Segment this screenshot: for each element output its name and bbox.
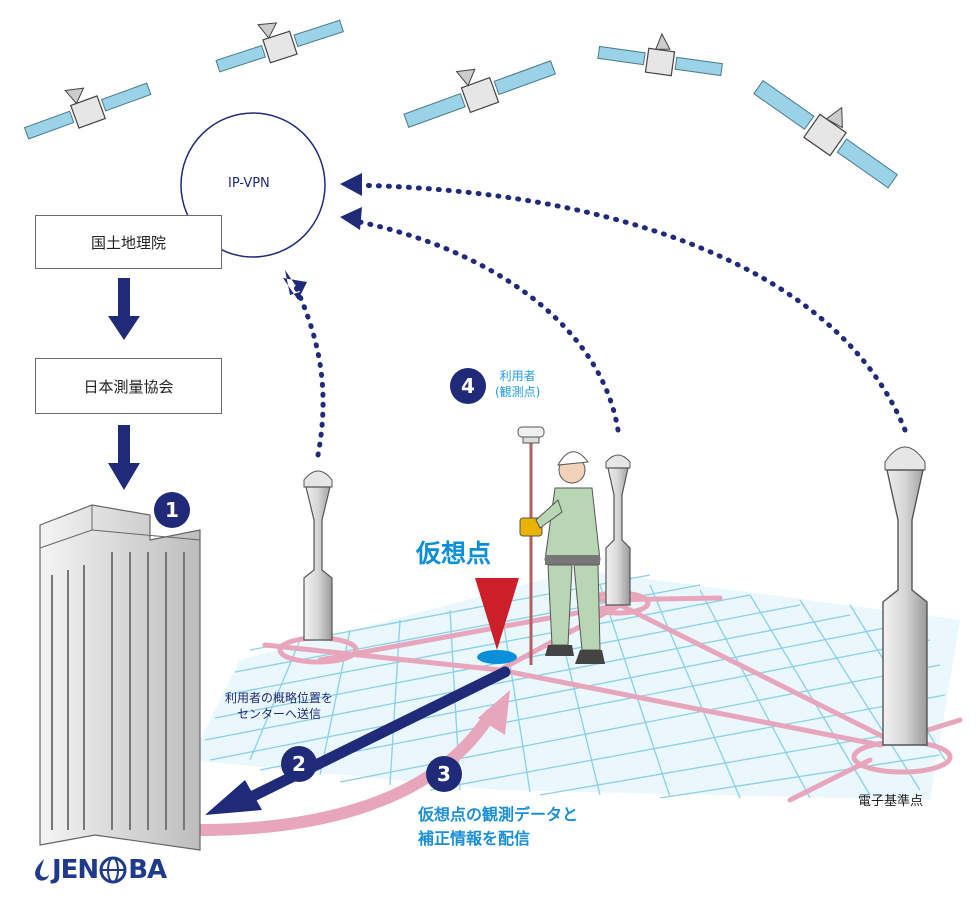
step2-caption: 利用者の概略位置を センターへ送信 (225, 690, 333, 722)
step3-arrowhead (478, 690, 510, 735)
link-arrowhead (283, 270, 307, 300)
satellite (23, 82, 152, 140)
gsi-label: 国土地理院 (90, 233, 166, 252)
flow-arrow-down (108, 278, 140, 490)
ip-vpn-label: IP-VPN (228, 176, 270, 191)
link-arrowhead (340, 173, 362, 196)
logo-globe-icon (99, 856, 127, 884)
step3-caption-line1: 仮想点の観測データと (418, 805, 579, 824)
jenoba-logo: JEN BA (30, 855, 167, 885)
virtual-point-label: 仮想点 (416, 539, 492, 568)
step2-caption-line2: センターへ送信 (237, 707, 322, 721)
user-label-line2: (観測点) (495, 385, 541, 399)
virtual-point-marker (475, 578, 519, 650)
step3-caption-line2: 補正情報を配信 (418, 829, 531, 848)
logo-swoosh-icon (35, 859, 49, 881)
reference-station (303, 470, 333, 641)
step-badge-4: 4 (450, 368, 486, 404)
step-badge-1: 1 (154, 492, 190, 528)
reference-station-label: 電子基準点 (858, 794, 924, 809)
link-arrowhead (340, 207, 362, 230)
user-label: 利用者 (観測点) (495, 368, 540, 400)
virtual-point-base (477, 650, 517, 664)
satellite (403, 60, 556, 128)
satellite (215, 19, 344, 73)
step-badge-3: 3 (426, 756, 462, 792)
satellite (597, 32, 723, 77)
surveyor-figure (517, 426, 605, 665)
satellite (753, 79, 899, 189)
user-label-line1: 利用者 (499, 369, 536, 383)
step2-arrowhead (205, 780, 262, 815)
jsa-label: 日本測量協会 (83, 377, 174, 396)
gsi-box: 国土地理院 (35, 215, 222, 269)
control-center-building (39, 504, 201, 851)
step3-caption: 仮想点の観測データと 補正情報を配信 (418, 803, 578, 851)
step2-caption-line1: 利用者の概略位置を (225, 691, 334, 705)
reference-station (605, 454, 631, 606)
logo-text-right: BA (128, 855, 167, 885)
data-links (292, 182, 908, 458)
step-badge-2: 2 (281, 746, 317, 782)
reference-station (882, 446, 928, 746)
step3-arrow (194, 709, 496, 836)
jsa-box: 日本測量協会 (35, 358, 222, 414)
logo-text-left: JEN (52, 855, 99, 885)
